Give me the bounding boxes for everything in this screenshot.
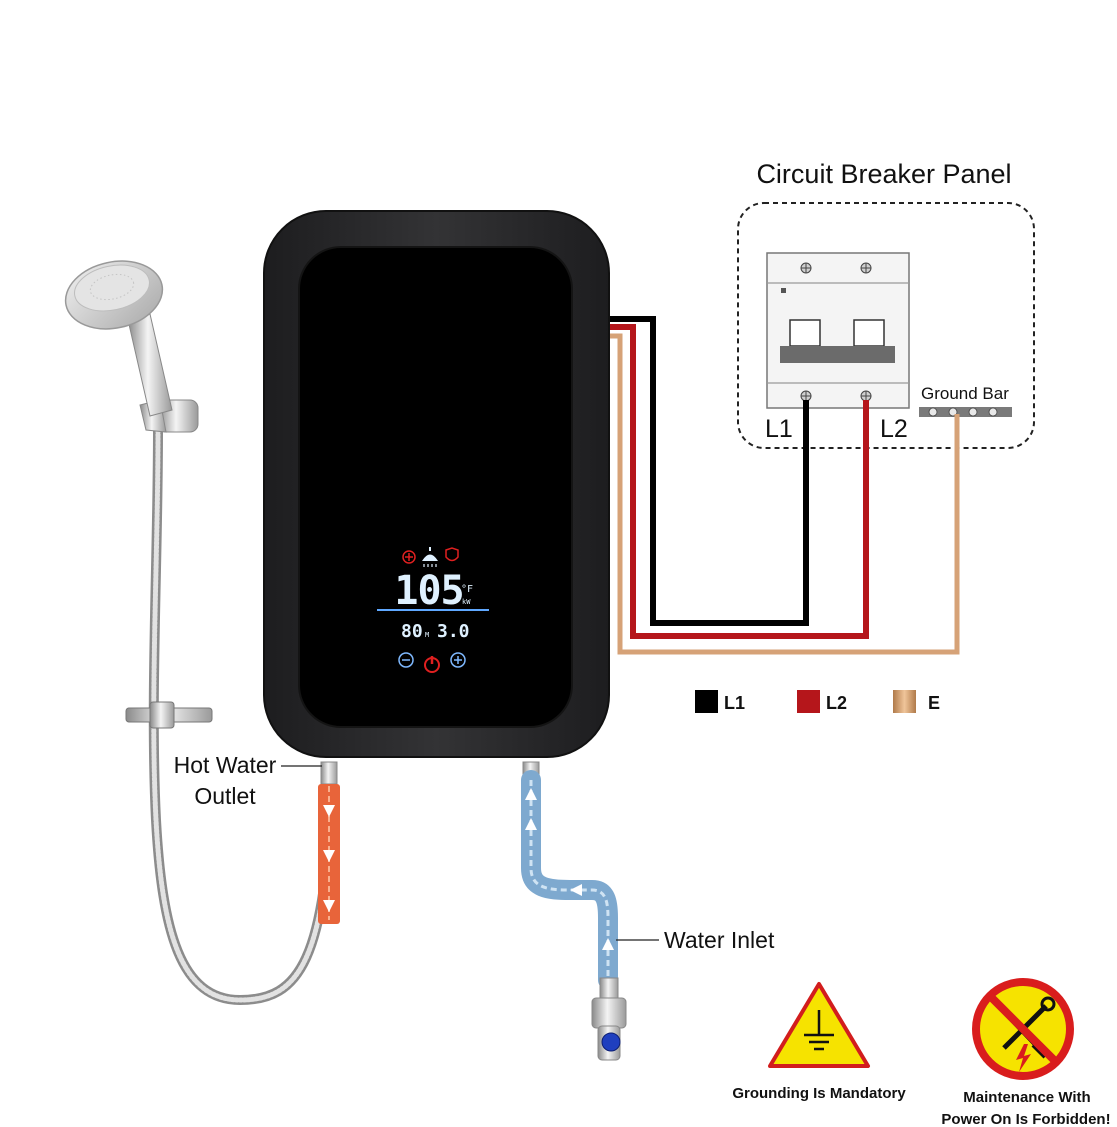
circuit-breaker-panel: Circuit Breaker Panel xyxy=(737,159,1035,449)
safety-shield-icon xyxy=(445,547,459,562)
flow-unit: M xyxy=(425,631,429,639)
breaker-handle-bar xyxy=(780,346,895,363)
flow-readout: 80 xyxy=(401,621,423,642)
heater-glass-panel xyxy=(299,247,572,727)
wire-l1 xyxy=(606,316,809,626)
legend-label-e: E xyxy=(928,693,940,713)
wiring xyxy=(606,316,960,655)
water-heater-unit: 105 °F kW 80 M 3.0 L xyxy=(263,210,610,758)
ground-bar xyxy=(919,407,1012,417)
shower-assembly xyxy=(64,260,337,1006)
temperature-unit: °F xyxy=(461,584,473,595)
hot-water-pipe xyxy=(318,761,340,924)
inlet-valve xyxy=(591,977,627,1061)
hot-water-outlet-label: Hot Water xyxy=(174,752,277,778)
temperature-up-button[interactable] xyxy=(450,652,466,668)
lightning-icon xyxy=(1016,1044,1031,1072)
top-screw-right xyxy=(860,262,872,274)
power-unit: kW xyxy=(462,598,471,606)
no-live-maintenance-icon xyxy=(972,978,1074,1080)
flow-arrow-up xyxy=(525,818,537,830)
power-button[interactable] xyxy=(424,656,440,673)
callouts: Hot Water Outlet Water Inlet xyxy=(174,752,775,953)
grounding-warning-text: Grounding Is Mandatory xyxy=(732,1085,906,1102)
bottom-screw-right xyxy=(860,390,872,402)
panel-enclosure xyxy=(737,202,1035,449)
flow-arrow-down xyxy=(323,900,335,912)
breaker-module xyxy=(766,252,910,409)
bottom-screw-left xyxy=(800,390,812,402)
volume-readout: 3.0 xyxy=(437,621,470,642)
legend-swatch-e xyxy=(893,690,916,713)
ground-bar-label: Ground Bar xyxy=(921,384,1009,403)
volume-unit: L xyxy=(461,631,465,639)
maintenance-warning-text: Maintenance With xyxy=(963,1089,1090,1106)
legend-label-l2: L2 xyxy=(826,693,847,713)
hot-water-outlet-label-line2: Outlet xyxy=(194,783,256,809)
temperature-down-button[interactable] xyxy=(398,652,414,668)
wire-e xyxy=(606,333,960,655)
water-inlet-label: Water Inlet xyxy=(664,927,775,953)
heating-element-icon xyxy=(402,550,416,564)
grounding-warning: Grounding Is Mandatory xyxy=(732,982,906,1102)
heater-display: 105 °F kW 80 M 3.0 L xyxy=(377,547,489,673)
legend-label-l1: L1 xyxy=(724,693,745,713)
breaker-toggle-right xyxy=(853,319,885,347)
terminal-l1-label: L1 xyxy=(765,415,793,443)
top-screw-left xyxy=(800,262,812,274)
terminal-l2-label: L2 xyxy=(880,415,908,443)
legend-swatch-l2 xyxy=(797,690,820,713)
cold-water-pipe xyxy=(521,761,627,1061)
shower-handle xyxy=(127,313,173,417)
breaker-toggle-left xyxy=(789,319,821,347)
wire-legend: L1 L2 E xyxy=(695,690,940,713)
shower-mode-icon xyxy=(422,547,438,567)
wire-l2 xyxy=(606,324,869,639)
maintenance-warning: Maintenance With Power On Is Forbidden! xyxy=(941,978,1111,1127)
shower-head xyxy=(64,260,164,330)
maintenance-warning-text-line2: Power On Is Forbidden! xyxy=(941,1111,1110,1127)
breaker-indicator xyxy=(781,288,786,293)
legend-swatch-l1 xyxy=(695,690,718,713)
plus-icon xyxy=(450,652,466,668)
panel-title: Circuit Breaker Panel xyxy=(756,159,1011,189)
minus-icon xyxy=(398,652,414,668)
valve-knob xyxy=(601,1032,621,1052)
slide-bracket xyxy=(125,701,213,729)
temperature-readout: 105 xyxy=(394,568,463,614)
